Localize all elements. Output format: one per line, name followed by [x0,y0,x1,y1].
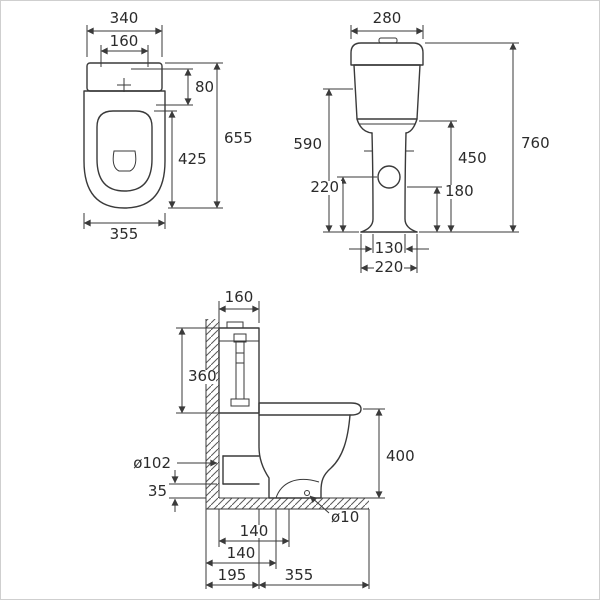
dim-side-160: 160 [218,288,260,323]
wall-section [205,319,220,509]
dim-label-side-355: 355 [285,566,314,584]
dim-label-102: ø102 [133,454,171,472]
center-cross-icon [117,78,131,92]
wall-hatch [206,319,219,498]
cistern-body-outline [353,64,421,120]
front-view: 280 760 590 450 220 18 [293,9,549,276]
dim-top-80: 80 [131,68,214,106]
cistern-lid-outline [350,42,424,66]
dim-side-102: ø102 [133,454,218,472]
dim-side-140-a: 140 [218,522,290,545]
dim-label-80: 80 [195,78,214,96]
dim-label-355: 355 [110,225,139,243]
dim-side-360: 360 [176,327,219,414]
dim-label-220-bottom: 220 [375,258,404,276]
bowl-plan-outline [83,90,166,209]
dim-label-655: 655 [224,129,253,147]
dim-front-220-left: 220 [310,176,377,233]
flush-mechanism [230,333,250,407]
dim-label-180: 180 [445,182,474,200]
dim-front-450: 450 [419,120,487,233]
side-view-outline [218,321,362,499]
flush-button-side [226,321,244,329]
dim-label-side-160: 160 [225,288,254,306]
dim-side-355: 355 [258,566,370,589]
trap-inner-line [275,478,320,499]
pedestal-left-edge [360,132,374,233]
outlet-pipe [222,455,260,485]
water-outlet-plan [112,150,137,172]
side-view: 160 360 ø102 35 400 ø10 [133,288,415,589]
dim-side-10: ø10 [309,495,359,526]
dim-top-160: 160 [100,32,149,67]
dim-label-425: 425 [178,150,207,168]
dim-label-760: 760 [521,134,550,152]
dim-top-355: 355 [83,213,166,243]
dim-label-130: 130 [375,239,404,257]
dim-front-180: 180 [407,182,478,233]
bowl-shoulder-left [356,118,373,134]
dim-label-195: 195 [218,566,247,584]
dim-label-160: 160 [110,32,139,50]
top-view-outline [83,62,166,209]
flush-button [378,37,398,44]
dim-label-10: ø10 [331,508,359,526]
dim-front-220-bottom: 220 [360,234,418,276]
pedestal-right-edge [404,132,418,233]
dim-top-340: 340 [86,9,163,57]
dim-side-400: 400 [363,408,415,499]
dim-label-360: 360 [188,367,217,385]
dim-label-400: 400 [386,447,415,465]
dim-front-280: 280 [350,9,424,39]
dim-label-590: 590 [293,135,322,153]
dim-front-590: 590 [293,88,359,233]
front-view-outline [350,37,424,233]
dim-side-195: 195 [205,566,260,589]
inlet-hole [377,165,401,189]
bowl-side-outline [258,414,351,499]
dim-top-425: 425 [154,110,207,209]
dim-side-140-b: 140 [205,544,277,567]
dim-side-35: 35 [148,470,217,512]
dim-label-35: 35 [148,482,167,500]
dim-front-760: 760 [419,42,550,233]
seat-side-outline [258,402,362,416]
seat-plan-outline [96,110,153,192]
fixing-hole [304,490,310,496]
top-view: 340 160 80 655 425 355 [83,9,253,243]
dim-label-220-left: 220 [310,178,339,196]
dim-label-140-b: 140 [227,544,256,562]
dim-label-340: 340 [110,9,139,27]
bowl-shoulder-right [405,118,418,134]
dim-top-655: 655 [165,62,253,209]
dim-label-140-a: 140 [240,522,269,540]
dim-label-450: 450 [458,149,487,167]
floor-hatch [206,498,369,509]
dim-label-280: 280 [373,9,402,27]
